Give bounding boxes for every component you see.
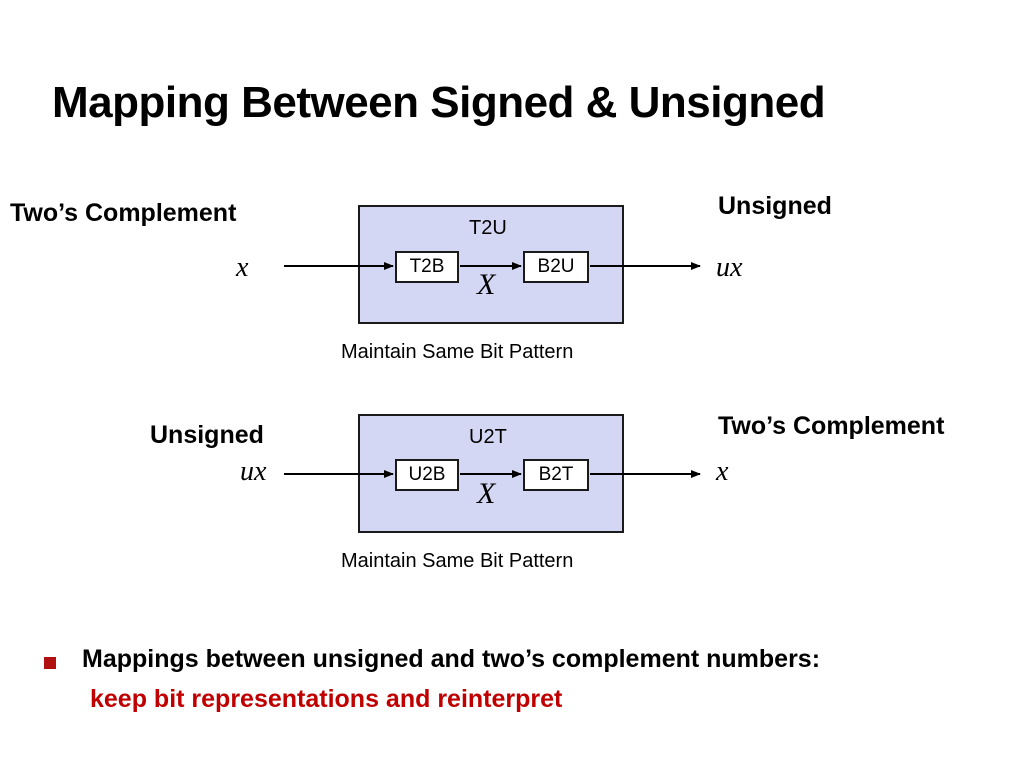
bottom-left-label: Unsigned	[150, 421, 264, 449]
u2b-box: U2B	[395, 459, 459, 491]
b2t-box: B2T	[523, 459, 589, 491]
top-bit-pattern-var: X	[477, 268, 496, 301]
u2t-box-label: U2T	[469, 426, 507, 448]
bottom-caption: Maintain Same Bit Pattern	[341, 550, 574, 572]
bullet-text: Mappings between unsigned and two’s comp…	[82, 645, 821, 673]
bottom-right-var: x	[716, 456, 729, 487]
top-right-var: ux	[716, 252, 743, 283]
t2b-box: T2B	[395, 251, 459, 283]
bullet-subtext: keep bit representations and reinterpret	[90, 685, 563, 713]
t2u-box-label: T2U	[469, 217, 507, 239]
bottom-left-var: ux	[240, 456, 267, 487]
bottom-bit-pattern-var: X	[477, 477, 496, 510]
top-caption: Maintain Same Bit Pattern	[341, 341, 574, 363]
top-right-label: Unsigned	[718, 192, 832, 220]
top-left-var: x	[236, 252, 249, 283]
top-left-label: Two’s Complement	[10, 199, 237, 227]
slide-title: Mapping Between Signed & Unsigned	[52, 78, 826, 127]
b2u-box: B2U	[523, 251, 589, 283]
bottom-right-label: Two’s Complement	[718, 412, 945, 440]
bullet-marker	[44, 657, 56, 669]
